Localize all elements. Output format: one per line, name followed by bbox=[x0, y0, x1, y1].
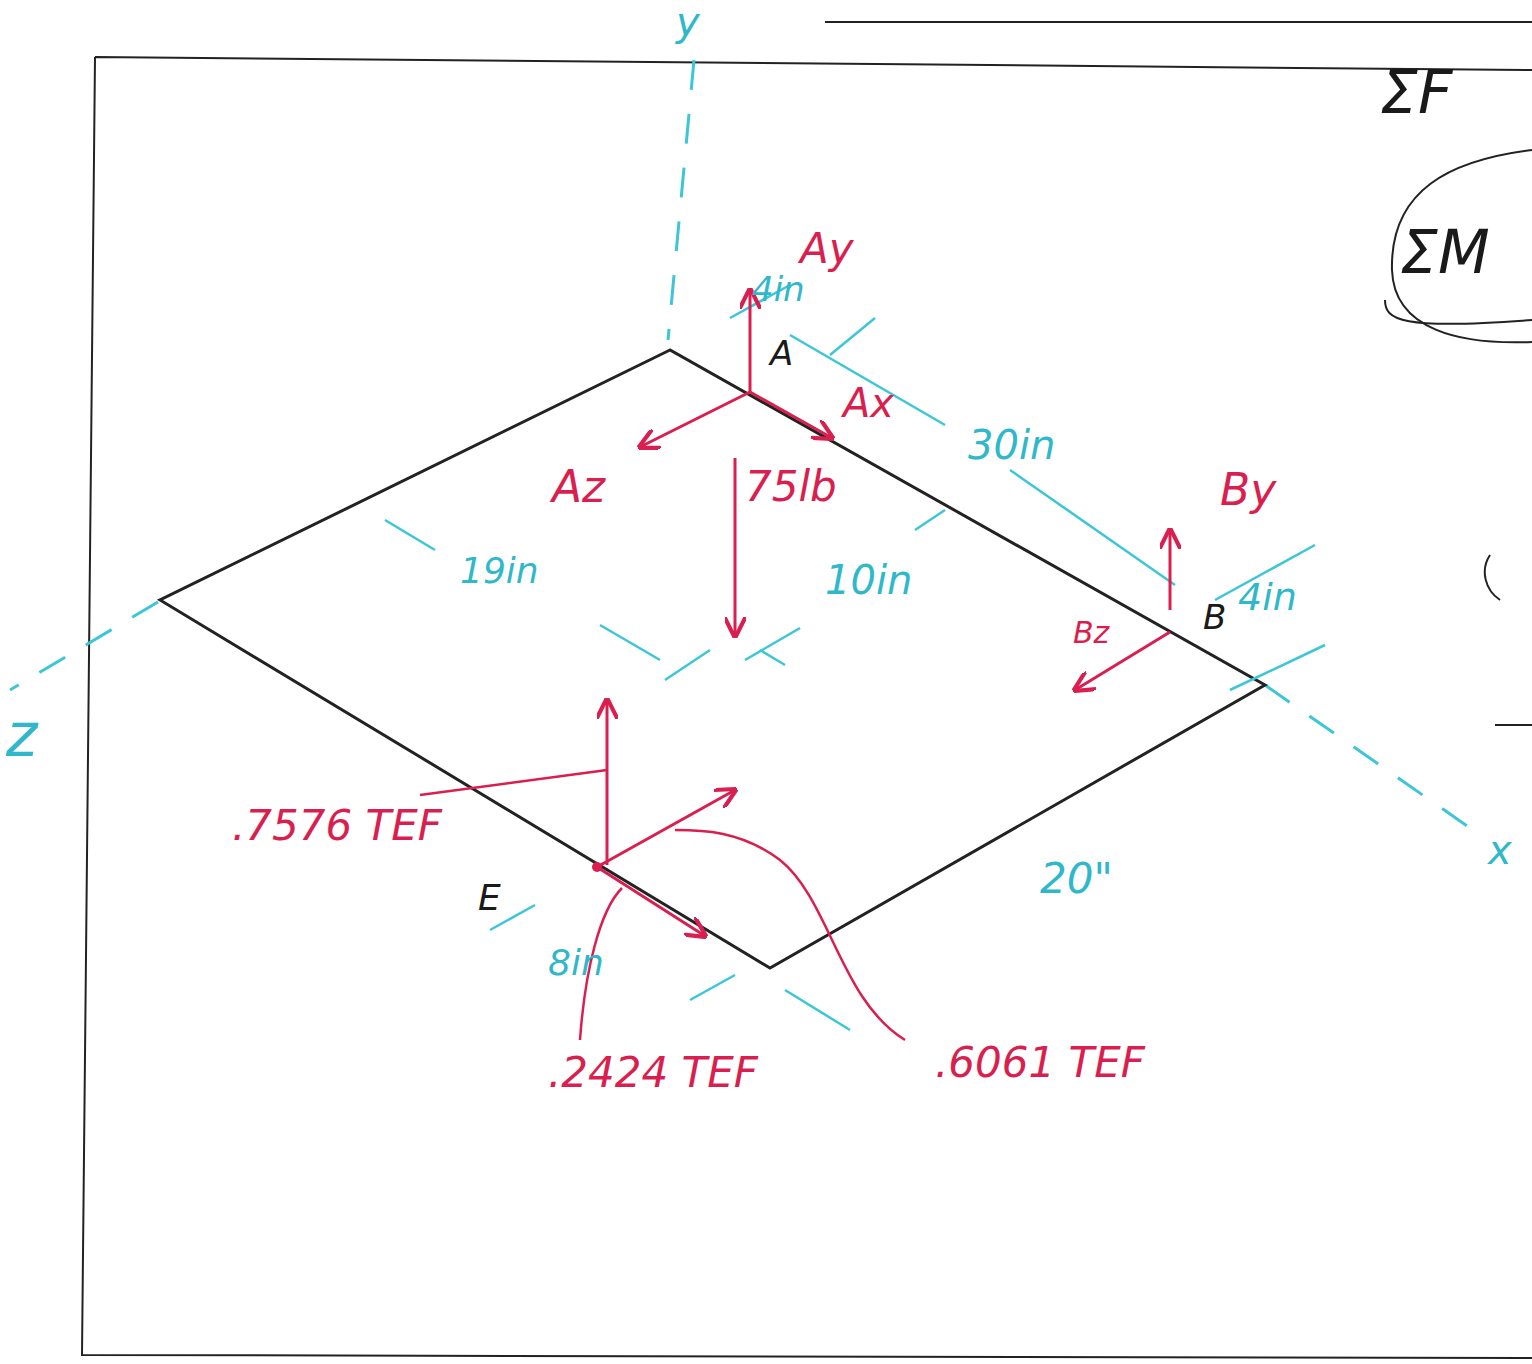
axis-label: y bbox=[676, 2, 700, 42]
dimension-label: 10in bbox=[825, 560, 912, 600]
force-component-label: .2424 TEF bbox=[548, 1052, 758, 1094]
point-label: E bbox=[478, 880, 501, 916]
force-label: By bbox=[1220, 468, 1276, 512]
dimension-label: 19in bbox=[460, 553, 539, 589]
equation-label: ΣM bbox=[1400, 222, 1490, 282]
dimension-label: 4in bbox=[752, 272, 805, 306]
dimension-label: 20" bbox=[1040, 858, 1113, 900]
axis-label: x bbox=[1488, 830, 1512, 870]
force-component-label: .6061 TEF bbox=[935, 1042, 1145, 1084]
force-label: Ay bbox=[800, 228, 854, 270]
dimension-label: 8in bbox=[548, 945, 604, 981]
force-label: Bz bbox=[1073, 618, 1109, 648]
force-label: Az bbox=[552, 465, 605, 509]
dimension-label: 4in bbox=[1238, 578, 1297, 616]
dimension-label: 30in bbox=[968, 425, 1055, 465]
force-label: Ax bbox=[843, 383, 894, 423]
force-label: 75lb bbox=[745, 466, 837, 508]
point-label: B bbox=[1203, 600, 1226, 634]
equation-label: ΣF bbox=[1380, 62, 1452, 122]
force-component-label: .7576 TEF bbox=[232, 805, 442, 847]
axis-label: z bbox=[6, 705, 38, 765]
point-label: A bbox=[770, 336, 793, 370]
